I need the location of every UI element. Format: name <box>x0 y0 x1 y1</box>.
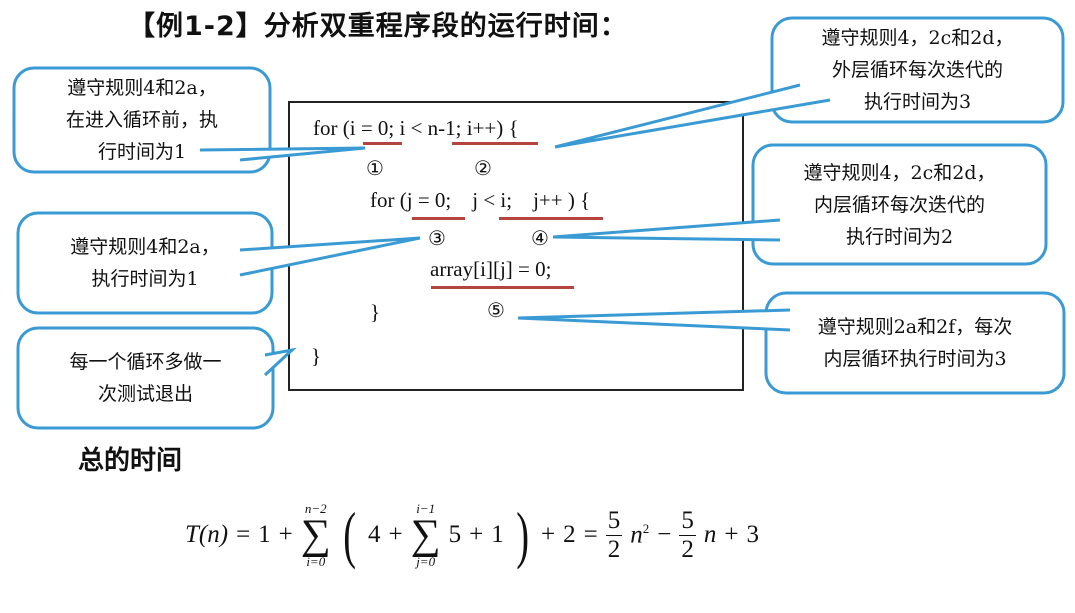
underline-3 <box>412 217 465 220</box>
callout-3: 遵守规则4，2c和2d， 内层循环每次迭代的 执行时间为2 <box>753 145 1046 264</box>
inner-for-line: for (j = 0; j < i; j++ ) { <box>370 188 591 212</box>
callout-line: 遵守规则4，2c和2d， <box>821 27 1014 49</box>
term-5: 5 <box>448 521 462 548</box>
total-time-label: 总的时间 <box>78 446 183 476</box>
callout-line: 内层循环每次迭代的 <box>813 193 985 216</box>
assignment-line: array[i][j] = 0; <box>430 257 552 281</box>
callout-bubble-4 <box>16 211 421 315</box>
minus: − <box>657 521 672 548</box>
marker-2: ② <box>474 156 492 180</box>
sum-lower: i=0 <box>306 554 326 569</box>
marker-4: ④ <box>531 226 549 250</box>
callout-line: 执行时间为1 <box>91 268 199 290</box>
plus: + <box>724 521 739 548</box>
callout-line: 遵守规则2a和2f，每次 <box>817 316 1013 338</box>
callout-line: 在进入循环前，执 <box>65 109 218 131</box>
outer-for-line: for (i = 0; i < n-1; i++) { <box>313 116 519 140</box>
formula-lhs: T(n) <box>185 521 228 549</box>
equals: = <box>583 521 598 548</box>
numerator: 5 <box>679 507 696 536</box>
inner-sum: i−1 ∑ j=0 <box>411 502 441 568</box>
marker-3: ③ <box>428 226 446 250</box>
underline-5 <box>431 286 574 289</box>
callout-bubble-6 <box>16 326 297 430</box>
slide-title: 【例1-2】分析双重程序段的运行时间： <box>128 11 628 42</box>
callout-bubble-3 <box>552 143 1048 266</box>
denominator: 2 <box>681 535 694 563</box>
plus: + <box>541 521 556 548</box>
callout-2: 遵守规则4，2c和2d， 外层循环每次迭代的 执行时间为3 <box>772 18 1063 122</box>
equals: = <box>236 521 251 548</box>
marker-1: ① <box>366 156 384 180</box>
left-paren: ( <box>342 499 356 570</box>
callout-1: 遵守规则4和2a， 在进入循环前，执 行时间为1 <box>14 68 270 172</box>
callout-bubble-1 <box>12 66 366 174</box>
numerator: 5 <box>605 507 623 536</box>
callout-4: 遵守规则4和2a， 执行时间为1 <box>18 213 272 313</box>
t-of-n: T(n) <box>185 521 229 548</box>
callout-line: 次测试退出 <box>97 383 193 405</box>
n-squared: n2 <box>630 521 649 549</box>
marker-5: ⑤ <box>487 298 505 322</box>
plus: + <box>469 521 484 548</box>
right-paren: ) <box>515 499 529 570</box>
sum-lower: j=0 <box>416 554 436 569</box>
sigma: ∑ <box>410 512 441 558</box>
term-3: 3 <box>746 521 759 548</box>
sigma: ∑ <box>300 512 331 558</box>
callout-line: 每一个循环多做一 <box>69 351 222 373</box>
term-1: 1 <box>258 521 271 548</box>
plus: + <box>388 521 403 548</box>
callout-line: 执行时间为3 <box>863 91 972 113</box>
formula: T(n) = 1 + n−2 ∑ i=0 ( 4 + i−1 ∑ j=0 5 +… <box>185 495 759 575</box>
callout-line: 内层循环执行时间为3 <box>823 348 1007 370</box>
plus: + <box>278 521 293 548</box>
denominator: 2 <box>607 535 621 563</box>
callout-line: 外层循环每次迭代的 <box>831 59 1003 81</box>
underline-2 <box>452 142 538 145</box>
term-2: 2 <box>563 521 576 548</box>
callout-6: 每一个循环多做一 次测试退出 <box>18 328 273 428</box>
callout-line: 行时间为1 <box>97 141 187 163</box>
underline-4 <box>499 217 603 220</box>
inner-close-brace: } <box>370 300 381 324</box>
n: n <box>703 521 717 548</box>
outer-sum: n−2 ∑ i=0 <box>301 502 331 568</box>
term-1: 1 <box>491 521 504 548</box>
sum-upper: n−2 <box>304 501 327 516</box>
callout-line: 执行时间为2 <box>845 225 954 248</box>
term-4: 4 <box>368 521 381 548</box>
callout-bubble-2 <box>554 16 1065 149</box>
callout-line: 遵守规则4，2c和2d， <box>803 161 996 184</box>
callout-bubble-5 <box>517 291 1066 395</box>
outer-close-brace: } <box>311 344 322 368</box>
underline-1 <box>363 142 402 145</box>
callout-line: 遵守规则4和2a， <box>70 236 220 258</box>
callout-line: 遵守规则4和2a， <box>67 77 217 99</box>
sum-upper: i−1 <box>416 501 436 516</box>
n: n <box>630 521 643 549</box>
exponent: 2 <box>642 520 650 536</box>
callout-5: 遵守规则2a和2f，每次 内层循环执行时间为3 <box>766 293 1064 393</box>
